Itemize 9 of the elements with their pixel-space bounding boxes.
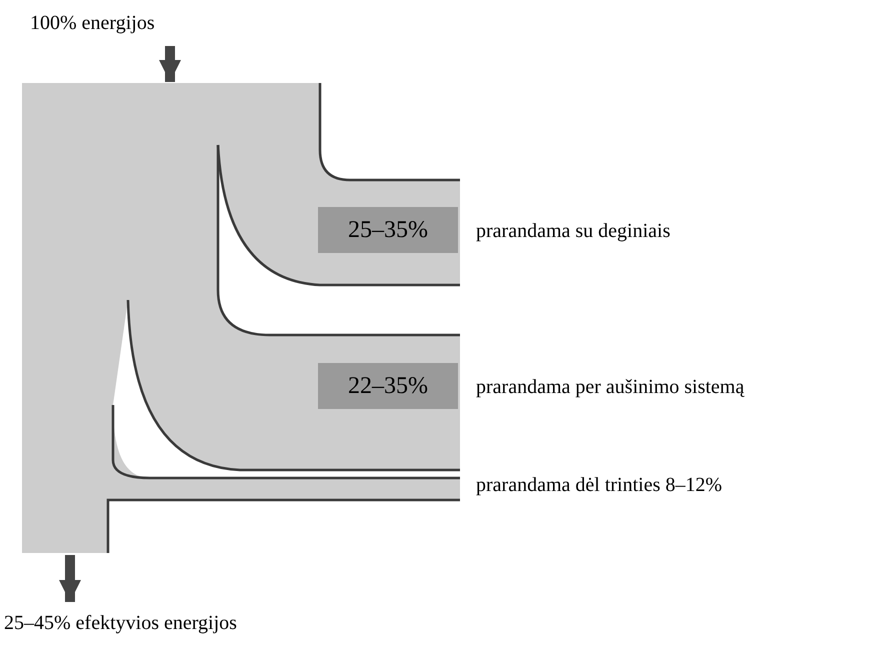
arrow <box>59 555 81 602</box>
loss-label: prarandama su deginiais <box>476 219 670 244</box>
percent-box: 25–35% <box>318 207 458 253</box>
flow-text: 100% energijos <box>30 8 230 38</box>
percent-box: 22–35% <box>318 363 458 409</box>
arrow <box>159 46 181 82</box>
loss-label: prarandama dėl trinties 8–12% <box>476 473 722 498</box>
flow-text: 25–45% efektyvios energijos <box>4 608 324 638</box>
loss-label: prarandama per aušinimo sistemą <box>476 375 744 400</box>
